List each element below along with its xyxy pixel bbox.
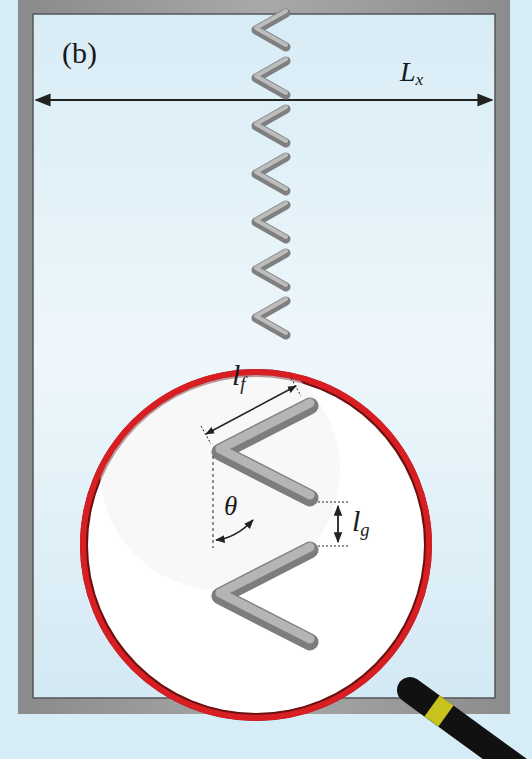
chevron-highlight xyxy=(256,107,286,141)
magnified-chevrons xyxy=(220,403,310,642)
width-arrow xyxy=(36,99,492,101)
magnifier xyxy=(80,350,520,759)
angle-label: θ xyxy=(224,493,237,520)
width-label: Lx xyxy=(400,58,423,89)
chevron-highlight xyxy=(256,251,286,285)
chevron-column xyxy=(256,11,286,335)
chevron-highlight xyxy=(256,59,286,93)
chevron-highlight xyxy=(256,11,286,45)
chevron-highlight xyxy=(256,155,286,189)
panel-label: (b) xyxy=(62,38,97,68)
chevron-highlight xyxy=(256,203,286,237)
arm-length-label: lf xyxy=(232,360,246,393)
dimension-lines xyxy=(201,378,348,548)
gap-label: lg xyxy=(352,506,370,539)
chevron-highlight xyxy=(256,299,286,333)
